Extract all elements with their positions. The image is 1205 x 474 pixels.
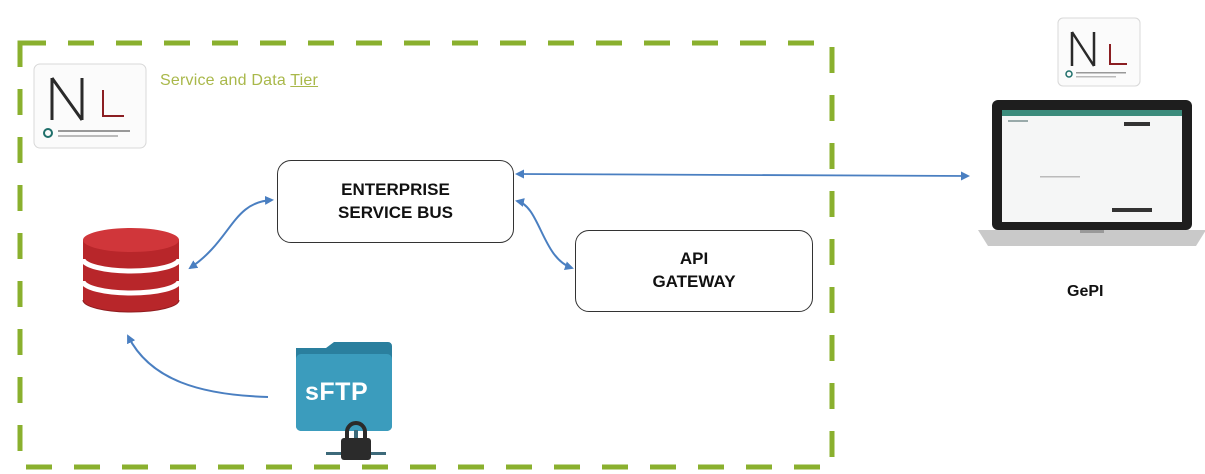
esb-api-connector <box>515 198 574 271</box>
esb-line-1: ENTERPRISE <box>341 179 450 199</box>
enterprise-service-bus-node: ENTERPRISE SERVICE BUS <box>277 160 514 243</box>
db-esb-connector <box>188 195 274 270</box>
laptop-icon <box>978 100 1205 246</box>
sftp-folder-icon <box>296 342 392 455</box>
tier-label-underlined: Tier <box>290 72 319 89</box>
api-line-1: API <box>679 249 709 269</box>
lock-icon <box>341 421 371 460</box>
esb-line-2: SERVICE BUS <box>338 202 453 222</box>
service-tier-boundary <box>17 40 835 470</box>
api-gateway-node: API GATEWAY <box>575 230 813 312</box>
client-label: GePI <box>1067 283 1104 300</box>
api-line-2: GATEWAY <box>652 272 736 291</box>
sftp-db-connector <box>127 334 269 398</box>
database-icon <box>80 228 182 313</box>
esb-gepi-connector <box>515 169 970 181</box>
sftp-label: sFTP <box>305 378 369 406</box>
tier-label-prefix: Service and Data <box>160 72 291 89</box>
client-logo-icon <box>1057 17 1141 87</box>
tier-label: Service and Data Tier <box>160 72 318 90</box>
logo-icon <box>33 63 147 149</box>
